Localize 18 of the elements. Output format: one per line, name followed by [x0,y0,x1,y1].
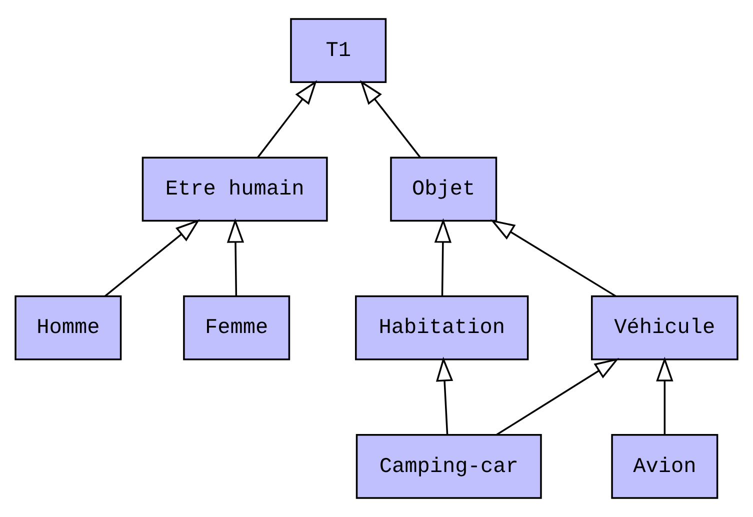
arrow [656,356,674,435]
node-box: Femme [183,295,290,360]
node-box: Véhicule [590,295,738,360]
arrow [257,80,318,158]
node-box: Etre humain [142,156,328,222]
arrow [226,218,244,296]
arrow [104,219,200,297]
node-box: T1 [290,18,387,84]
node-box: Camping-car [356,434,542,499]
arrow [496,358,620,436]
node-box: Habitation [355,295,529,360]
arrow [360,80,421,158]
node-box: Homme [14,295,122,360]
arrow [436,356,454,435]
node-box: Objet [390,156,498,222]
arrow [490,219,616,297]
node-box: Avion [611,434,718,499]
arrow [434,218,452,296]
